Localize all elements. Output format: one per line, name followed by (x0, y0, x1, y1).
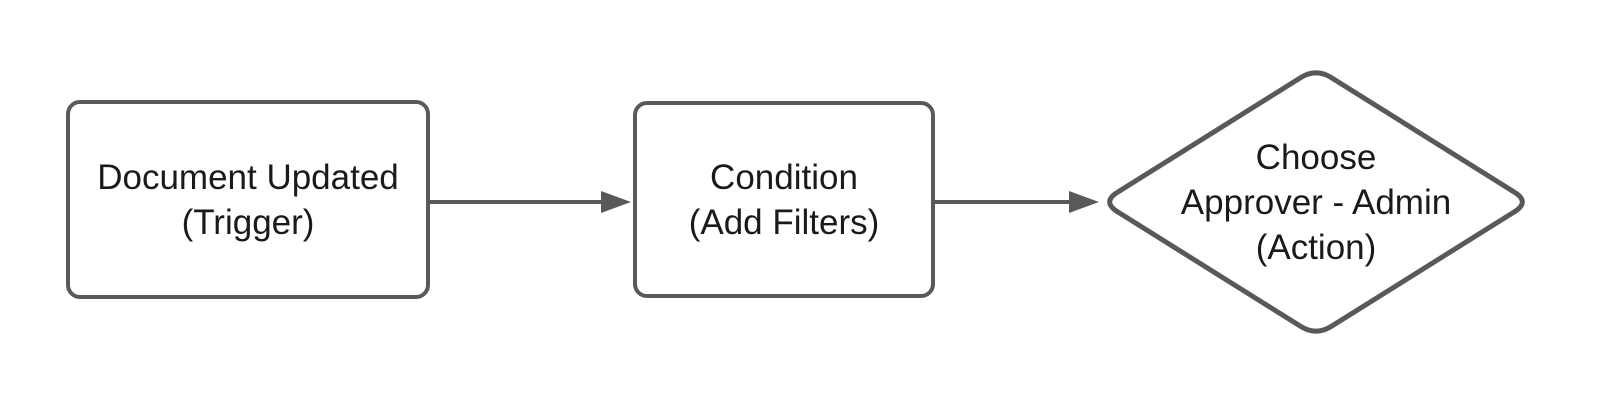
node-approver-label: Choose Approver - Admin (Action) (1102, 68, 1530, 336)
node-approver-label-line-1: Choose (1255, 137, 1377, 177)
arrowhead-icon (1069, 191, 1099, 213)
connector-condition-to-approver (935, 191, 1099, 213)
connector-trigger-to-condition (430, 191, 631, 213)
node-condition: Condition (Add Filters) (633, 101, 935, 298)
node-condition-label-line-2: (Add Filters) (688, 202, 880, 242)
node-approver-diamond-shape (1107, 70, 1525, 334)
node-trigger-label-line-2: (Trigger) (181, 202, 315, 242)
node-approver-label-line-2: Approver - Admin (1180, 182, 1452, 222)
node-trigger: Document Updated (Trigger) (66, 100, 430, 299)
arrowhead-icon (601, 191, 631, 213)
node-approver-label-line-3: (Action) (1255, 227, 1377, 267)
node-trigger-label-line-1: Document Updated (97, 157, 399, 197)
node-condition-label-line-1: Condition (710, 157, 858, 197)
